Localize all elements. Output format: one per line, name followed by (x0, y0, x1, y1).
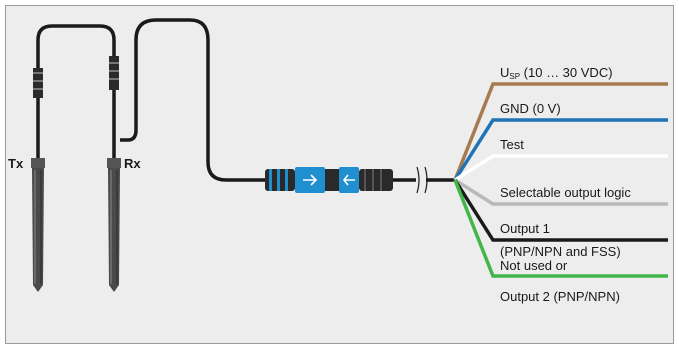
tx-cable (36, 24, 116, 162)
wire-label-not-used: Not used or (500, 258, 568, 273)
wire-label-output-1: Output 1 (500, 221, 550, 236)
rx-label: Rx (124, 156, 141, 171)
break-mark-right (424, 166, 428, 194)
wire-label-output-logic: Selectable output logic (500, 185, 631, 200)
tx-sensor-bar (31, 158, 45, 292)
wire-label-gnd: GND (0 V) (500, 101, 561, 116)
rx-cable-marker (109, 56, 119, 90)
wire-black (453, 179, 668, 242)
break-mark-left (416, 166, 420, 194)
tx-cable-marker (33, 68, 43, 98)
tx-label: Tx (8, 156, 24, 171)
wire-green (453, 179, 668, 278)
wire-blue (453, 118, 668, 181)
wire-label-output-2: Output 2 (PNP/NPN) (500, 289, 620, 304)
wire-label-usp: USP (10 … 30 VDC) (500, 65, 613, 81)
cable-break (416, 166, 426, 194)
wire-grey (454, 178, 668, 206)
main-cable (120, 18, 265, 182)
wire-brown (453, 82, 668, 181)
wire-label-test: Test (500, 137, 524, 152)
cable-connector (265, 167, 393, 193)
rx-sensor-bar (107, 158, 121, 292)
wire-white (454, 154, 668, 182)
wire-fan (453, 82, 668, 278)
wire-label-output-1-detail: (PNP/NPN and FSS) (500, 244, 621, 259)
